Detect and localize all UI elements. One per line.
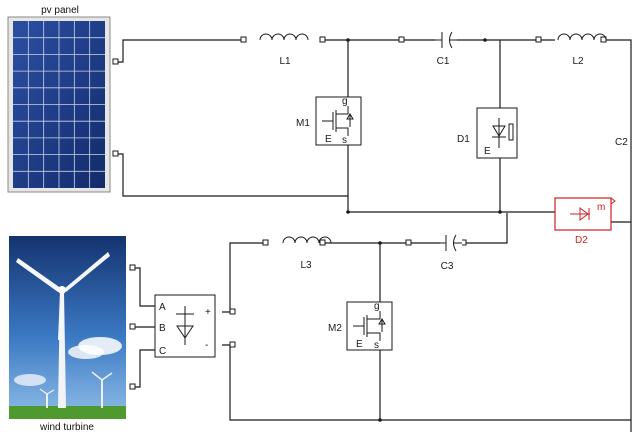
inductor-l2-coil — [557, 33, 607, 41]
diode-d2-m-pin: m — [597, 202, 605, 213]
rectifier-input-c: C — [159, 346, 166, 357]
capacitor-c1: C1 — [435, 30, 457, 67]
diode-d2-label: D2 — [575, 235, 588, 246]
rectifier: A B C + - — [154, 294, 216, 358]
wires — [116, 39, 632, 432]
port — [319, 239, 326, 246]
inductor-l1: L1 — [259, 33, 309, 67]
diode-d2-symbol — [570, 207, 590, 221]
capacitor-c2-label: C2 — [615, 137, 628, 148]
port — [535, 36, 542, 43]
mosfet-m2-source-pin: s — [374, 340, 379, 351]
port — [129, 323, 136, 330]
mosfet-m1-terminals — [336, 106, 349, 136]
junction-dot — [346, 210, 350, 214]
capacitor-c3-label: C3 — [441, 261, 454, 272]
diode-d1-e-pin: E — [484, 146, 491, 157]
turbine-blade-small — [91, 371, 103, 381]
wire-rect-negative — [222, 344, 631, 421]
inductor-l3-coil — [282, 236, 332, 244]
port — [129, 383, 136, 390]
mosfet-m1-e-pin: E — [325, 134, 332, 145]
wire-phase-a — [133, 267, 155, 307]
cloud — [14, 374, 46, 386]
port — [405, 239, 412, 246]
turbine-tower-small — [46, 394, 48, 408]
mosfet-m1-label: M1 — [296, 118, 310, 129]
inductor-l3: L3 — [282, 236, 332, 271]
capacitor-c1-gap — [435, 30, 457, 50]
wire-pv-negative — [116, 153, 348, 197]
wind-turbine-sky — [9, 236, 126, 419]
pv-panel-grid — [13, 21, 105, 188]
wire-rect-positive — [222, 242, 266, 313]
junction-dot — [483, 38, 487, 42]
inductor-l2-label: L2 — [572, 56, 584, 67]
wire-pv-positive — [116, 39, 243, 63]
rectifier-input-b: B — [159, 323, 166, 334]
inductor-l1-coil — [259, 33, 309, 41]
diode-d1: E D1 — [457, 107, 518, 159]
port — [398, 36, 405, 43]
turbine-blade-small — [101, 372, 113, 381]
port — [112, 58, 119, 65]
junction-dot — [498, 210, 502, 214]
port — [129, 264, 136, 271]
diode-d2[interactable]: m D2 — [554, 197, 616, 246]
inductor-l2: L2 — [557, 33, 607, 67]
wire-phase-c — [133, 349, 155, 388]
capacitor-c3: C3 — [440, 233, 462, 272]
turbine-blade-small — [46, 389, 55, 395]
capacitor-c1-label: C1 — [437, 56, 450, 67]
port — [229, 308, 236, 315]
inductor-l3-label: L3 — [300, 260, 312, 271]
diode-d2-out-arrow — [610, 197, 616, 205]
wire-c3-bus — [461, 213, 508, 244]
ports — [112, 36, 607, 390]
turbine-tower-small — [101, 380, 103, 408]
pv-panel-caption: pv panel — [41, 5, 79, 16]
rectifier-input-a: A — [159, 302, 166, 313]
mosfet-m2: g s E M2 — [328, 301, 393, 351]
junction-dot — [346, 38, 350, 42]
wire-l2-out — [604, 39, 632, 432]
turbine-blade — [64, 252, 110, 292]
wind-turbine-grass — [9, 406, 126, 419]
port — [319, 36, 326, 43]
turbine-blade-small — [39, 388, 48, 395]
mosfet-m1-gate-pin: g — [342, 96, 348, 107]
port — [229, 341, 236, 348]
junctions — [346, 38, 502, 422]
turbine-blade — [16, 258, 62, 292]
port — [112, 150, 119, 157]
mosfet-m2-body-diode — [378, 318, 386, 332]
mosfet-m1: g s E M1 — [296, 96, 362, 146]
port — [240, 36, 247, 43]
mosfet-m2-terminals — [367, 311, 381, 341]
wind-turbine-caption: wind turbine — [39, 422, 94, 432]
rectifier-minus: - — [205, 340, 208, 351]
diode-d1-label: D1 — [457, 134, 470, 145]
port — [262, 239, 269, 246]
diode-d1-snubber — [508, 123, 514, 141]
mosfet-m2-gate-pin: g — [374, 301, 380, 312]
junction-dot — [378, 418, 382, 422]
mosfet-m1-source-pin: s — [342, 135, 347, 146]
turbine-blade — [58, 292, 64, 340]
turbine-hub — [58, 286, 66, 294]
pv-panel: pv panel — [7, 5, 111, 193]
capacitor-c2: C2 — [615, 137, 628, 148]
rectifier-plus: + — [205, 307, 211, 318]
wind-turbine: wind turbine — [9, 236, 126, 432]
mosfet-m2-label: M2 — [328, 323, 342, 334]
inductor-l1-label: L1 — [279, 56, 291, 67]
mosfet-m1-body-diode — [346, 113, 354, 127]
junction-dot — [378, 241, 382, 245]
mosfet-m2-e-pin: E — [356, 339, 363, 350]
cloud — [68, 345, 104, 359]
